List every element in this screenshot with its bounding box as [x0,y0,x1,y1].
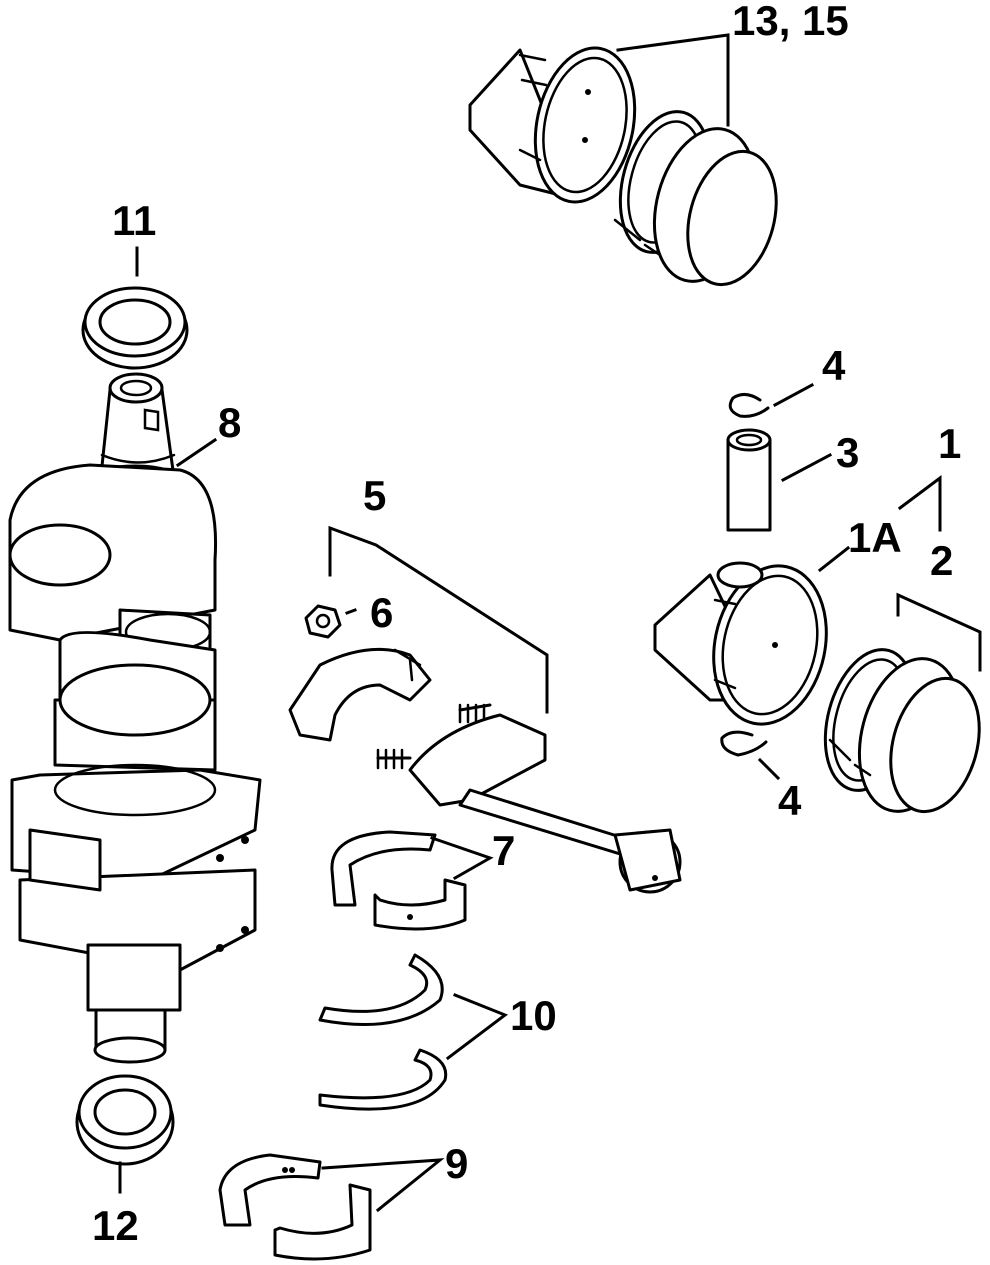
callout-3: 3 [836,429,859,476]
callout-7: 7 [492,827,515,874]
retaining-clip-top [728,393,770,418]
callouts: 13, 15 11 8 5 6 7 10 9 12 4 3 1 1A 2 4 [92,0,961,1249]
wrist-pin [726,428,772,532]
callout-12: 12 [92,1202,139,1249]
callout-4-top: 4 [822,342,846,389]
rod-cap [288,647,432,742]
callout-1a: 1A [848,514,902,561]
retaining-clip-bottom [720,730,768,757]
thrust-washers [318,953,448,1111]
piston-rings-top [613,110,778,287]
callout-5: 5 [363,472,386,519]
crankshaft-seal-top [81,286,189,370]
leader-lines [118,33,982,1213]
callout-4-bottom: 4 [778,777,802,824]
piston-rings [823,648,981,814]
piston-assembly [653,561,828,726]
crankshaft [8,372,262,1064]
callout-1: 1 [938,420,961,467]
crankshaft-seal-bottom [75,1074,175,1166]
nut [304,604,342,639]
rod-bearing [330,830,467,931]
callout-13-15: 13, 15 [732,0,849,44]
piston-assembly-top [468,46,637,204]
main-bearing [218,1153,372,1261]
callout-8: 8 [218,399,241,446]
callout-11: 11 [112,197,156,244]
callout-2: 2 [930,537,953,584]
connecting-rod [376,703,682,894]
callout-10: 10 [510,992,557,1039]
callout-6: 6 [370,589,393,636]
callout-9: 9 [445,1140,468,1187]
